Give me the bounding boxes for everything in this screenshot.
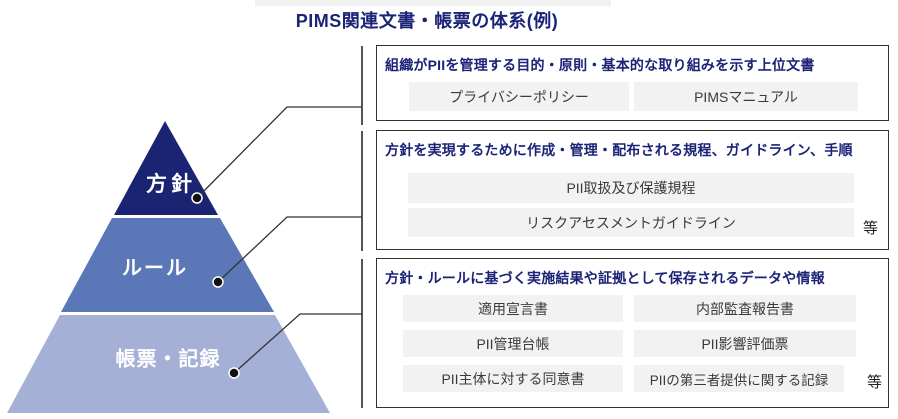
doc-item: 適用宣言書 [403,295,623,322]
tier-label-record: 帳票・記録 [115,348,221,371]
doc-item: PII影響評価票 [634,330,856,357]
doc-box-records: 方針・ルールに基づく実施結果や証拠として保存されるデータや情報 適用宣言書 内部… [376,258,889,408]
pyramid-tier-rule [61,218,274,312]
tier-label-policy: 方針 [146,173,196,196]
page-title: PIMS関連文書・帳票の体系(例) [295,11,559,31]
dot-record [228,367,240,379]
doc-box-records-heading: 方針・ルールに基づく実施結果や証拠として保存されるデータや情報 [385,270,825,286]
etc-label: 等 [866,374,882,391]
pyramid-tier-record [7,315,330,413]
doc-item: リスクアセスメントガイドライン [408,208,854,237]
connector-record [233,313,362,374]
doc-box-policy-heading: 組織がPIIを管理する目的・原則・基本的な取り組みを示す上位文書 [385,57,815,73]
connector-rule [217,216,362,283]
doc-item: PII主体に対する同意書 [403,365,623,392]
doc-item: PII取扱及び保護規程 [408,173,854,203]
doc-box-policy: 組織がPIIを管理する目的・原則・基本的な取り組みを示す上位文書 プライバシーポ… [376,45,889,121]
tier-label-rule: ルール [122,257,188,280]
doc-item: PIIの第三者提供に関する記録 [634,365,844,392]
etc-label: 等 [862,220,878,237]
connector-policy [196,106,362,199]
pyramid-tier-policy [114,121,218,215]
doc-box-rules: 方針を実現するために作成・管理・配布される規程、ガイドライン、手順 PII取扱及… [376,130,889,250]
doc-box-rules-heading: 方針を実現するために作成・管理・配布される規程、ガイドライン、手順 [385,142,853,158]
dot-policy [191,192,203,204]
doc-item: 内部監査報告書 [634,295,856,322]
doc-item: PII管理台帳 [403,330,623,357]
doc-item: PIMSマニュアル [634,82,858,111]
doc-item: プライバシーポリシー [409,82,629,111]
dot-rule [212,276,224,288]
top-gray-band [255,0,611,6]
